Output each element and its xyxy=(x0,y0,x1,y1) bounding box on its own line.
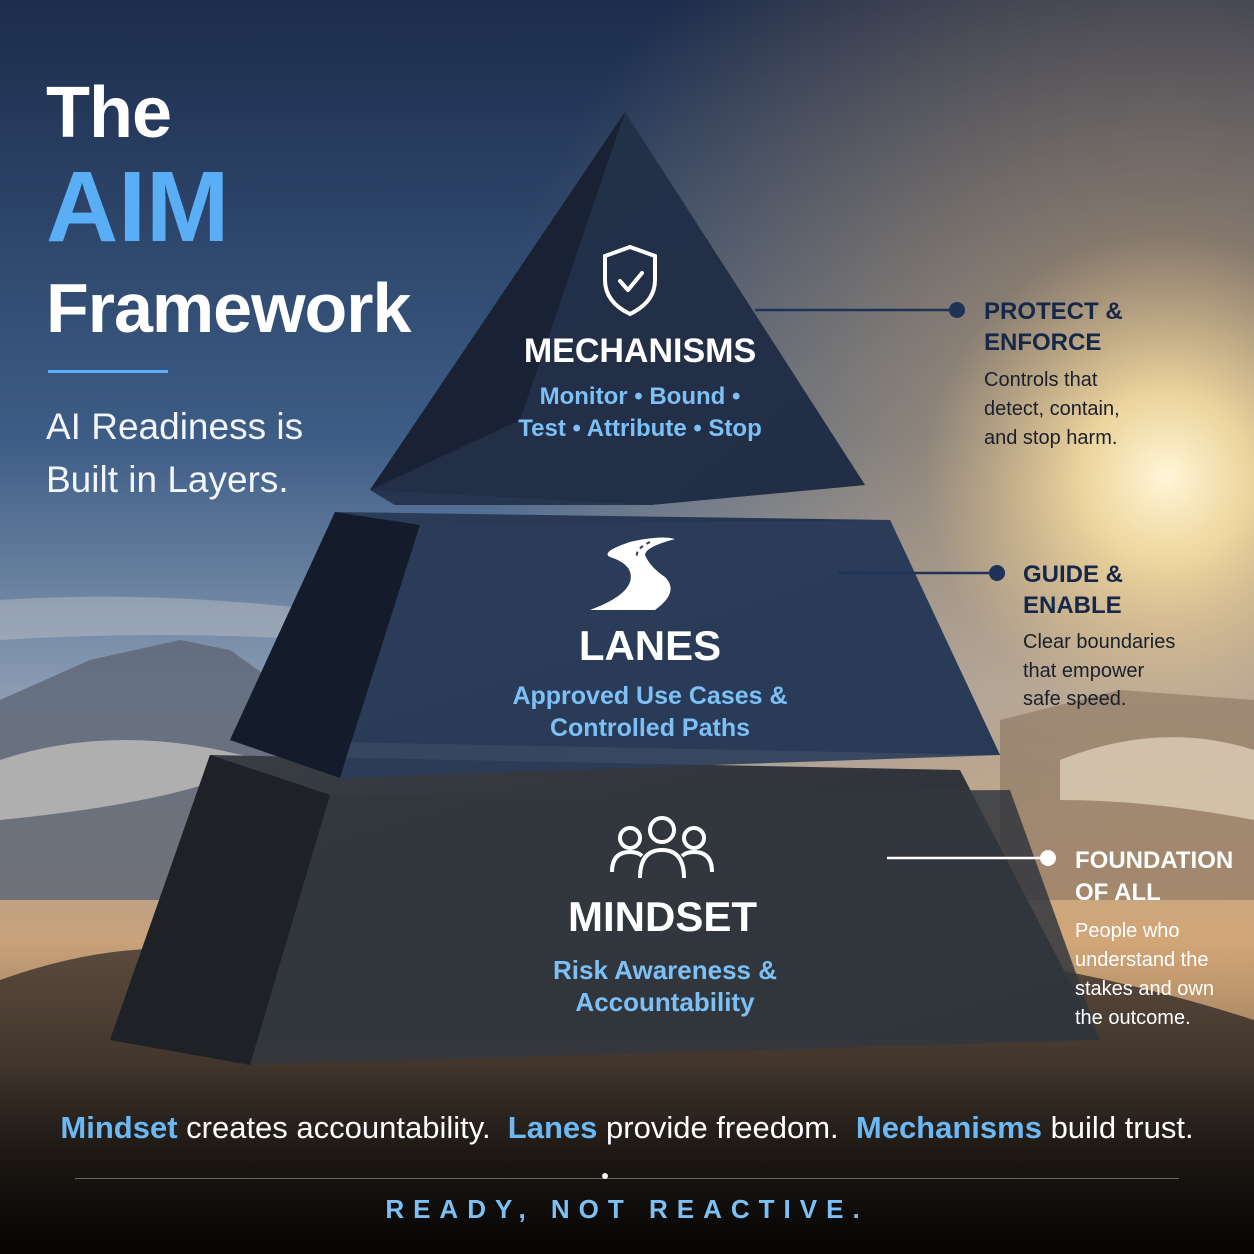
callout-guide-heading-2: ENABLE xyxy=(1023,592,1122,619)
mindset-sub-1: Risk Awareness & xyxy=(552,955,777,985)
callout-foundation-desc-3: stakes and own xyxy=(1075,978,1214,1000)
lanes-sub-1: Approved Use Cases & xyxy=(512,682,788,710)
callout-protect-desc-1: Controls that xyxy=(984,369,1098,391)
callout-connector-protect xyxy=(755,302,965,318)
footer-divider xyxy=(75,1178,1179,1179)
callout-protect-heading-2: ENFORCE xyxy=(984,329,1102,356)
lanes-title: LANES xyxy=(578,622,722,669)
title-divider xyxy=(48,370,168,373)
slogan: Mindset creates accountability. Lanes pr… xyxy=(0,1110,1254,1146)
callout-connector-guide xyxy=(838,565,1005,581)
mindset-title: MINDSET xyxy=(568,893,757,940)
tagline: AI Readiness is Built in Layers. xyxy=(46,406,304,500)
callout-foundation-desc-2: understand the xyxy=(1075,949,1209,971)
footer-motto: READY, NOT REACTIVE. xyxy=(385,1194,869,1224)
mechanisms-sub-1: Monitor • Bound • xyxy=(539,383,741,410)
road-icon xyxy=(590,537,675,610)
mindset-sub-2: Accountability xyxy=(575,987,755,1017)
slogan-text-3: build trust. xyxy=(1041,1110,1194,1145)
callout-guide-desc-3: safe speed. xyxy=(1023,688,1127,710)
slogan-word-mechanisms: Mechanisms xyxy=(855,1110,1042,1145)
callout-guide-desc-1: Clear boundaries xyxy=(1023,631,1176,653)
callout-guide-heading-1: GUIDE & xyxy=(1023,561,1124,588)
mechanisms-title: MECHANISMS xyxy=(523,332,757,370)
slogan-word-mindset: Mindset xyxy=(60,1110,178,1145)
title-line-2: AIM xyxy=(46,151,230,263)
title-line-1: The xyxy=(46,73,172,153)
title-line-3: Framework xyxy=(46,269,411,347)
people-group-icon xyxy=(610,816,714,879)
pyramid-layer-lanes xyxy=(230,512,1000,778)
callout-connector-foundation xyxy=(887,850,1056,866)
callout-protect-desc-2: detect, contain, xyxy=(984,398,1120,420)
footer-divider-dot xyxy=(602,1173,608,1179)
slogan-word-lanes: Lanes xyxy=(507,1110,598,1145)
callout-foundation-desc-4: the outcome. xyxy=(1075,1007,1191,1029)
slogan-text-2: provide freedom. xyxy=(597,1110,856,1145)
shield-check-icon xyxy=(603,244,657,317)
callout-guide-desc-2: that empower xyxy=(1023,660,1145,682)
callout-foundation-desc-1: People who xyxy=(1075,920,1180,942)
callout-foundation-heading-1: FOUNDATION xyxy=(1075,847,1234,874)
lanes-sub-2: Controlled Paths xyxy=(549,714,750,742)
callout-protect-desc-3: and stop harm. xyxy=(984,427,1118,449)
callout-foundation-heading-2: OF ALL xyxy=(1075,879,1161,906)
pyramid-layer-mindset xyxy=(110,755,1100,1065)
callout-protect-heading-1: PROTECT & xyxy=(984,298,1123,325)
slogan-text-1: creates accountability. xyxy=(177,1110,508,1145)
mechanisms-sub-2: Test • Attribute • Stop xyxy=(518,415,762,442)
